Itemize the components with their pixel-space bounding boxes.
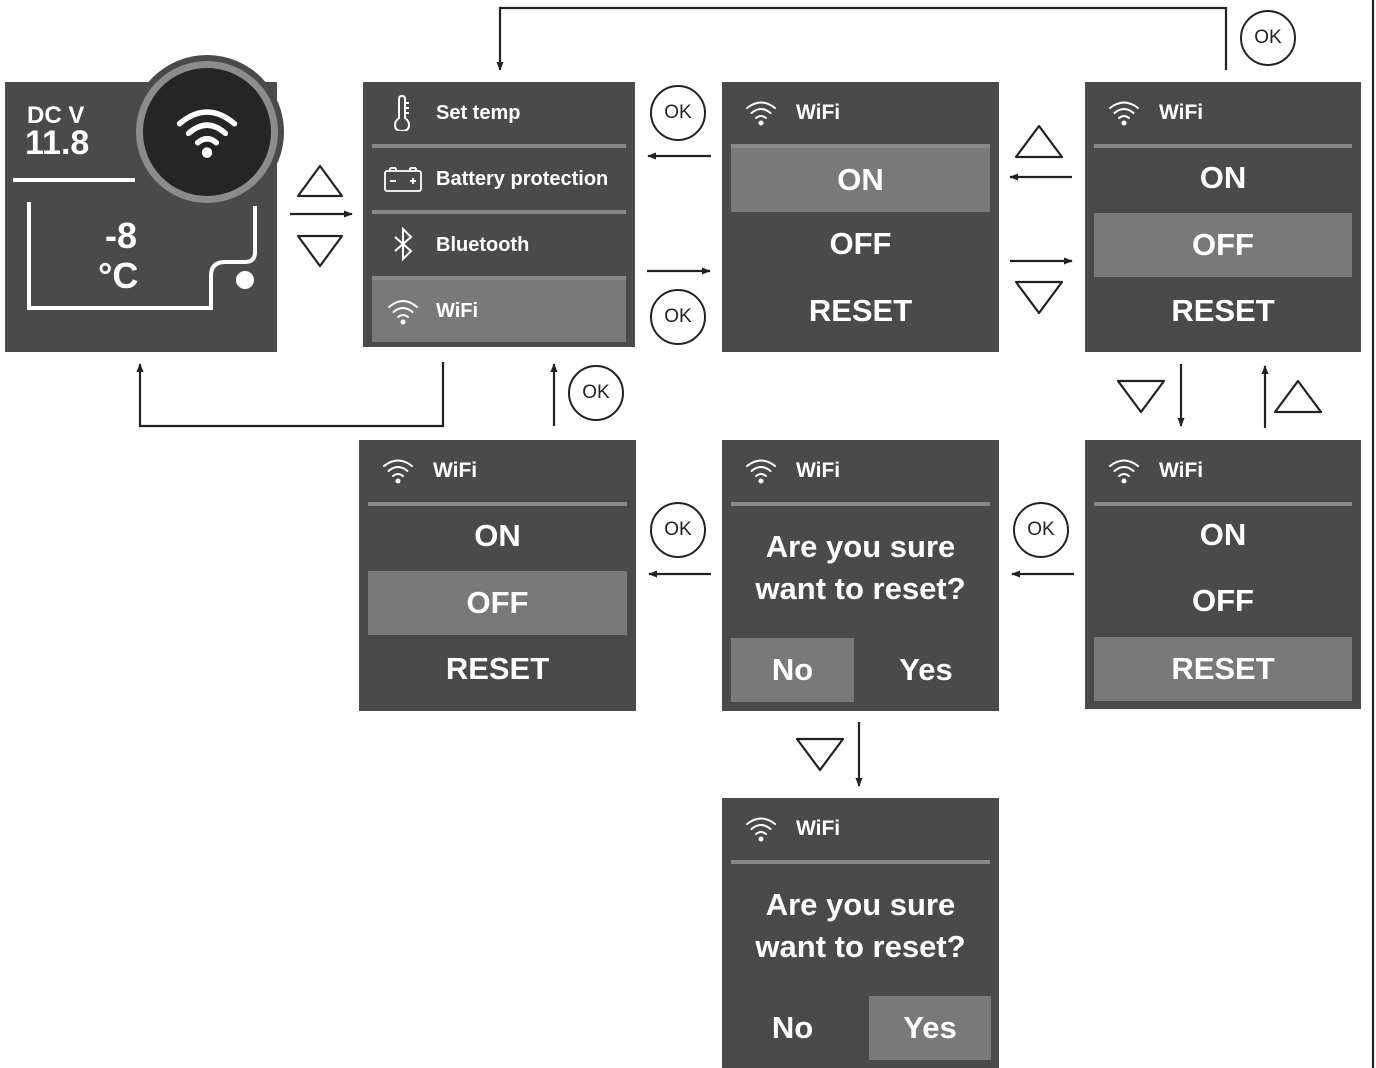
screen-title: WiFi	[1159, 459, 1204, 482]
screen-header: WiFi	[722, 798, 999, 862]
no-button[interactable]: No	[771, 1010, 814, 1045]
wifi-icon	[746, 101, 776, 126]
bluetooth-icon	[394, 227, 413, 262]
loop-arrow-top	[496, 6, 1228, 71]
divider	[731, 144, 990, 148]
option-reset[interactable]: RESET	[445, 651, 550, 686]
screen-header: WiFi	[359, 440, 636, 504]
loop-arrow-menu-to-home	[136, 362, 445, 428]
option-reset[interactable]: RESET	[1171, 293, 1275, 328]
temp-unit: °C	[98, 255, 139, 296]
divider	[1094, 144, 1352, 148]
menu-item-set-temp[interactable]: Set temp	[372, 82, 626, 144]
divider	[731, 502, 990, 506]
wifi-icon	[1109, 459, 1139, 484]
wifi-icon	[746, 459, 776, 484]
main-menu-screen: Set temp Battery protection Bluetooth	[363, 82, 635, 347]
menu-item-wifi[interactable]: WiFi	[372, 280, 626, 342]
yes-button[interactable]: Yes	[869, 996, 991, 1060]
wifi-icon	[388, 300, 418, 325]
option-off[interactable]: OFF	[829, 226, 892, 261]
wifi-screen-off-selected: WiFi ON OFF RESET	[1085, 82, 1361, 352]
ok-button-icon: OK	[1013, 502, 1069, 558]
option-off[interactable]: OFF	[1094, 213, 1352, 277]
temp-frame	[27, 202, 257, 310]
screen-title: WiFi	[1159, 101, 1204, 124]
wifi-screen-on-selected: WiFi ON OFF RESET	[722, 82, 999, 352]
wifi-icon	[1109, 101, 1139, 126]
divider	[372, 276, 626, 280]
ok-button-icon: OK	[650, 85, 706, 141]
menu-item-label: Bluetooth	[436, 234, 530, 256]
screen-header: WiFi	[722, 440, 999, 504]
divider	[731, 860, 990, 864]
option-on[interactable]: ON	[731, 148, 990, 212]
screen-title: WiFi	[796, 817, 841, 840]
ok-button-icon: OK	[650, 289, 706, 345]
ok-button-icon: OK	[568, 365, 624, 421]
battery-icon	[384, 167, 422, 192]
wifi-screen-off-confirmed: WiFi ON OFF RESET	[359, 440, 636, 711]
up-triangle-icon	[1014, 124, 1064, 159]
wifi-icon	[176, 109, 238, 158]
menu-item-label: Set temp	[436, 102, 521, 124]
menu-item-label: WiFi	[436, 300, 479, 322]
divider	[368, 502, 627, 506]
screen-title: WiFi	[796, 101, 841, 124]
screen-header: WiFi	[1085, 82, 1361, 146]
screen-header: WiFi	[1085, 440, 1361, 504]
voltage-label: DC V	[27, 102, 85, 129]
option-on[interactable]: ON	[474, 518, 521, 553]
menu-item-bluetooth[interactable]: Bluetooth	[372, 214, 626, 276]
screen-title: WiFi	[433, 459, 478, 482]
confirm-question: Are you sure want to reset?	[755, 529, 966, 606]
menu-item-battery-protection[interactable]: Battery protection	[372, 148, 626, 210]
wifi-icon	[383, 459, 413, 484]
wifi-icon	[746, 817, 776, 842]
down-triangle-icon	[1014, 280, 1064, 315]
option-reset[interactable]: RESET	[808, 293, 913, 328]
option-on[interactable]: ON	[1199, 160, 1247, 195]
option-on[interactable]: ON	[1199, 517, 1247, 552]
ok-button-icon: OK	[650, 502, 706, 558]
wifi-badge	[130, 55, 284, 209]
down-triangle-icon	[795, 737, 845, 772]
confirm-question: Are you sure want to reset?	[755, 887, 966, 964]
wifi-screen-reset-selected: WiFi ON OFF RESET	[1085, 440, 1361, 709]
screen-header: WiFi	[722, 82, 999, 146]
option-reset[interactable]: RESET	[1094, 637, 1352, 701]
confirm-reset-no-selected: WiFi Are you sure want to reset? No Yes	[722, 440, 999, 711]
down-triangle-icon	[296, 234, 344, 268]
up-triangle-icon	[1273, 379, 1323, 414]
confirm-reset-yes-selected: WiFi Are you sure want to reset? No Yes	[722, 798, 999, 1068]
up-triangle-icon	[296, 164, 344, 198]
thermometer-icon	[393, 95, 411, 131]
yes-button[interactable]: Yes	[899, 652, 953, 687]
divider	[13, 178, 135, 182]
menu-item-label: Battery protection	[436, 168, 609, 190]
temp-value: -8	[105, 215, 138, 256]
no-button[interactable]: No	[731, 638, 854, 702]
ok-button-icon: OK	[1240, 10, 1296, 66]
divider	[1094, 502, 1352, 506]
voltage-value: 11.8	[25, 124, 90, 162]
divider	[372, 144, 626, 148]
down-triangle-icon	[1116, 379, 1166, 414]
option-off[interactable]: OFF	[1192, 583, 1254, 618]
screen-title: WiFi	[796, 459, 841, 482]
divider	[372, 210, 626, 214]
option-off[interactable]: OFF	[368, 571, 627, 635]
